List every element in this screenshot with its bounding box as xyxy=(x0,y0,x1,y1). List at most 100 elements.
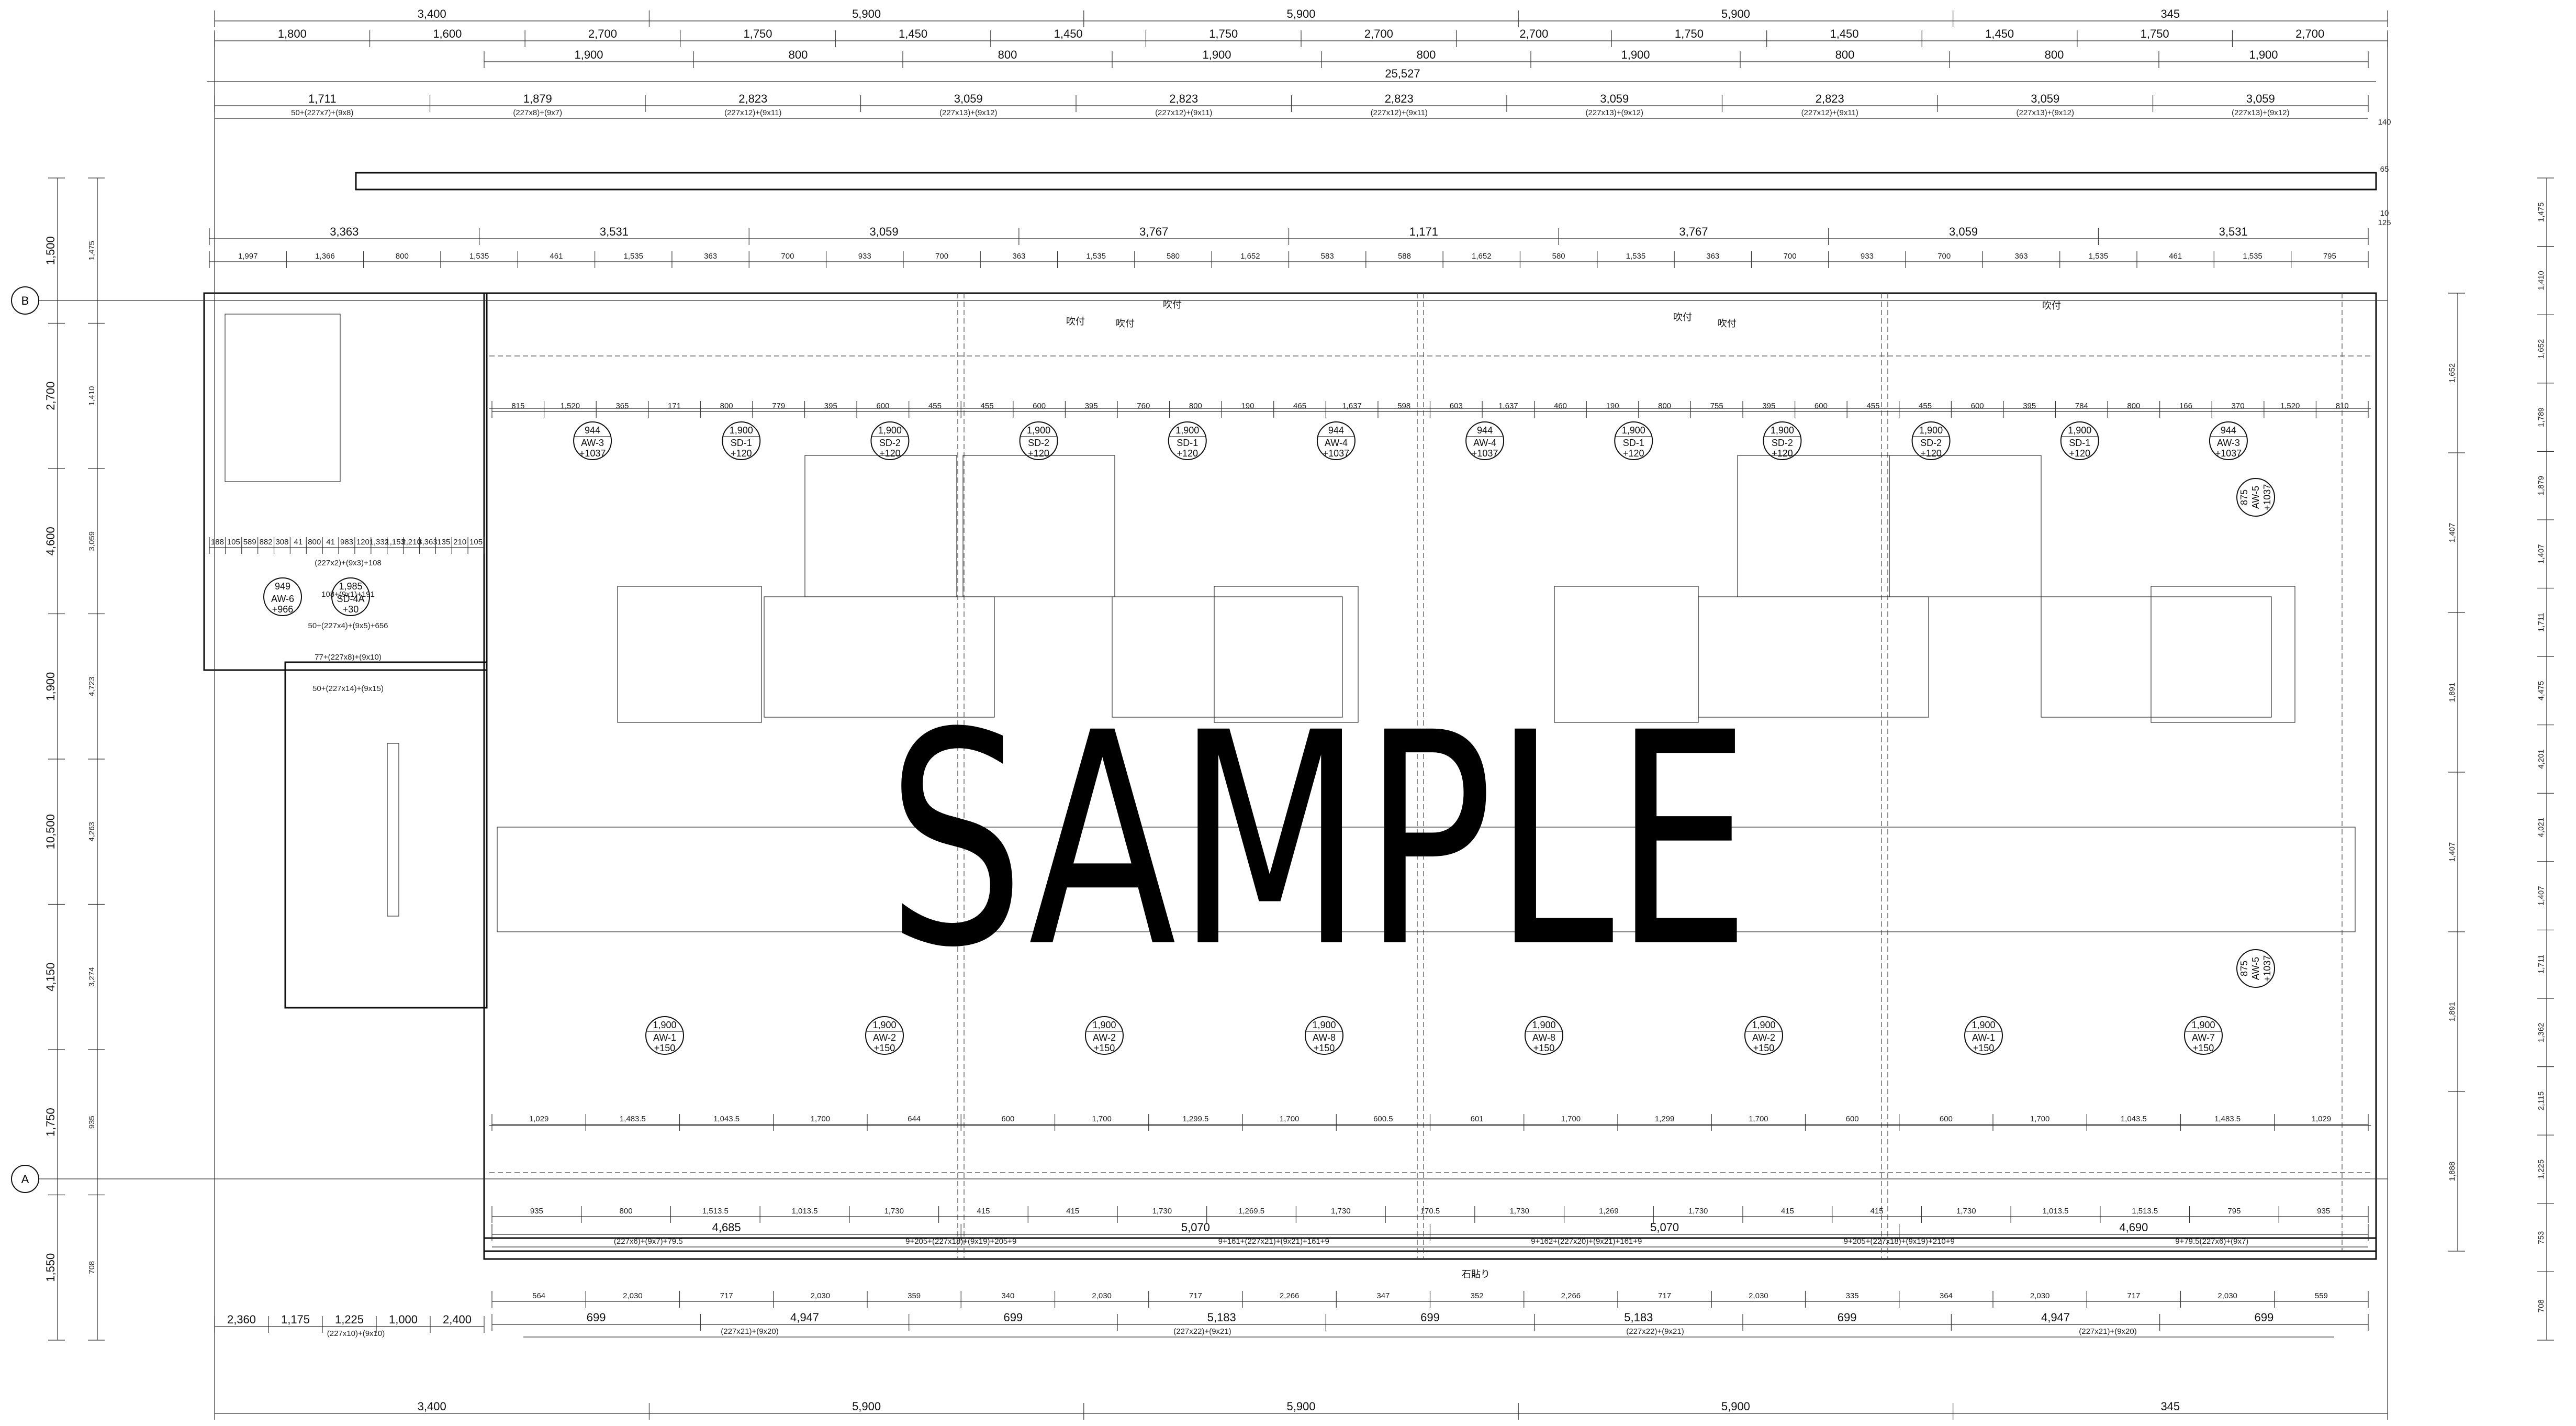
dim-row-b-opening: 455 xyxy=(928,402,942,410)
window-tag-bottom-circle xyxy=(1305,1016,1343,1055)
dim-top-overall: 3,400 xyxy=(418,7,446,20)
dim-row-b-opening: 784 xyxy=(2075,402,2088,410)
dim-bottom-1: 335 xyxy=(1846,1291,1859,1300)
dim-top-right-margin: 10 xyxy=(2380,209,2389,218)
window-tag-top-circle xyxy=(573,421,612,460)
dim-row-a-opening: 1,483.5 xyxy=(620,1115,646,1123)
dim-top-panel-note: (227x12)+(9x11) xyxy=(724,108,781,117)
dim-row-b-opening: 460 xyxy=(1554,402,1567,410)
window-tag-top-circle xyxy=(1614,421,1653,460)
dim-right: 2,115 xyxy=(2537,1091,2546,1110)
dim-row-a-opening: 1,029 xyxy=(529,1115,549,1123)
finish-label: 吹付 xyxy=(1066,316,1085,327)
dim-row-a-sub: 415 xyxy=(977,1207,990,1216)
window-tag-bottom-sill: +150 xyxy=(2193,1043,2214,1053)
dim-left-inner: 1,410 xyxy=(87,386,96,406)
dim-bottom-2: 699 xyxy=(1003,1311,1023,1324)
window-tag-side-circle xyxy=(2236,949,2275,988)
window-tag-top-sill: +120 xyxy=(1920,448,1942,459)
grid-line-a: A xyxy=(11,1165,2388,1193)
dim-right: 1,475 xyxy=(2537,203,2546,222)
dim-bottom-2: 699 xyxy=(2254,1311,2273,1324)
finish-label: 吹付 xyxy=(1116,318,1135,329)
dim-left-room-note: 50+(227x14)+(9x15) xyxy=(312,684,384,693)
dim-row-b-sub: 1,652 xyxy=(1472,252,1492,261)
dim-row-a-sub: 1,730 xyxy=(1331,1207,1351,1216)
window-tag-bottom-type: AW-8 xyxy=(1532,1032,1555,1043)
dim-top-panel: 3,059 xyxy=(954,92,983,105)
dim-row-b: 3,531 xyxy=(600,225,629,238)
dim-row-a-opening: 1,029 xyxy=(2312,1115,2332,1123)
dim-row-b-opening: 455 xyxy=(1866,402,1879,410)
dim-bottom-1: 2,030 xyxy=(2217,1291,2237,1300)
window-tag-top-width: 1,900 xyxy=(730,425,753,436)
dim-right: 1,407 xyxy=(2537,544,2546,564)
window-tag-bottom-type: AW-1 xyxy=(1972,1032,1995,1043)
window-tag-top-circle xyxy=(2060,421,2099,460)
window-tag-bottom-sill: +150 xyxy=(1533,1043,1555,1053)
building-outline xyxy=(203,32,2388,1403)
window-tag-top-sill: +120 xyxy=(1177,448,1198,459)
dim-row-b-opening: 800 xyxy=(2127,402,2140,410)
dim-row-a-sub: 1,269.5 xyxy=(1238,1207,1264,1216)
dim-left-room-note: 50+(227x4)+(9x5)+656 xyxy=(308,621,388,630)
dim-row-b-sub: 1,997 xyxy=(238,252,258,261)
dim-row-b: 3,767 xyxy=(1139,225,1168,238)
window-tag-side-sill: +1037 xyxy=(2262,484,2272,511)
dim-right: 1,789 xyxy=(2537,407,2546,427)
dim-bottom-left: 2,360 xyxy=(227,1313,256,1326)
dim-top-panel: 3,059 xyxy=(1600,92,1629,105)
dim-bottom-left: 1,175 xyxy=(281,1313,310,1326)
window-tag-left-circle xyxy=(263,577,302,616)
dim-top-row2: 2,700 xyxy=(2295,27,2324,40)
window-tag-top-sill: +120 xyxy=(879,448,901,459)
dim-right: 753 xyxy=(2537,1231,2546,1244)
dim-left-room: 41 xyxy=(326,538,335,547)
dim-row-b-sub: 363 xyxy=(1706,252,1719,261)
dim-row-a-note: 9+205+(227x18)+(9x19)+210+9 xyxy=(1844,1237,1955,1246)
dim-top-panel-note: (227x13)+(9x12) xyxy=(1586,108,1643,117)
dim-left-room: 210 xyxy=(453,538,466,547)
dim-row-b-opening: 166 xyxy=(2179,402,2192,410)
dim-bottom-2-note: (227x22)+(9x21) xyxy=(1626,1327,1684,1336)
dim-right-inner: 1,407 xyxy=(2448,842,2457,862)
dim-bottom-1: 717 xyxy=(1658,1291,1671,1300)
window-tag-bottom-width: 1,900 xyxy=(2191,1020,2215,1030)
dim-row-a-sub: 170.5 xyxy=(1420,1207,1440,1216)
dim-right-inner: 1,888 xyxy=(2448,1162,2457,1182)
dim-left-room-note: 108+(9x1)+191 xyxy=(321,590,375,599)
dim-top-row3: 800 xyxy=(789,48,808,61)
window-tag-left-width: 1,985 xyxy=(339,581,362,592)
window-tag-left-type: AW-6 xyxy=(271,594,294,604)
dim-row-a-opening: 1,299 xyxy=(1655,1115,1675,1123)
dim-bottom-1: 559 xyxy=(2315,1291,2328,1300)
dim-top-panel-note: (227x13)+(9x12) xyxy=(939,108,997,117)
dim-top-row2: 1,750 xyxy=(743,27,772,40)
dim-bottom-2: 699 xyxy=(1420,1311,1440,1324)
dim-row-b-sub: 461 xyxy=(550,252,563,261)
dim-row-a: 4,685 xyxy=(712,1221,741,1234)
dim-top-overall: 345 xyxy=(2160,7,2180,20)
dim-row-a-note: 9+79.5(227x6)+(9x7) xyxy=(2175,1237,2248,1246)
window-tag-top-sill: +120 xyxy=(1623,448,1644,459)
dim-top-row2: 1,450 xyxy=(1830,27,1858,40)
dim-bottom-1: 352 xyxy=(1471,1291,1484,1300)
dim-bottom-1: 2,030 xyxy=(2030,1291,2050,1300)
window-tag-bottom-circle xyxy=(1085,1016,1124,1055)
dim-row-b-sub: 700 xyxy=(1937,252,1951,261)
window-tag-bottom-width: 1,900 xyxy=(1752,1020,1775,1030)
dim-left-room: 135 xyxy=(437,538,450,547)
dim-row-a-opening: 1,700 xyxy=(1280,1115,1300,1123)
dim-row-b-sub: 363 xyxy=(1012,252,1025,261)
dim-bottom-left-note: (227x10)+(9x10) xyxy=(327,1329,385,1338)
dim-top-row2: 1,750 xyxy=(2141,27,2169,40)
dim-top-row2: 1,600 xyxy=(433,27,462,40)
window-tag-side-width: 875 xyxy=(2239,961,2249,976)
dim-row-b-sub: 1,535 xyxy=(1086,252,1106,261)
dim-top-row3: 1,900 xyxy=(574,48,603,61)
dim-bottom-left: 1,225 xyxy=(335,1313,364,1326)
dim-right: 1,362 xyxy=(2537,1023,2546,1043)
dim-row-a-opening: 1,483.5 xyxy=(2214,1115,2241,1123)
dim-row-a-sub: 1,269 xyxy=(1599,1207,1619,1216)
